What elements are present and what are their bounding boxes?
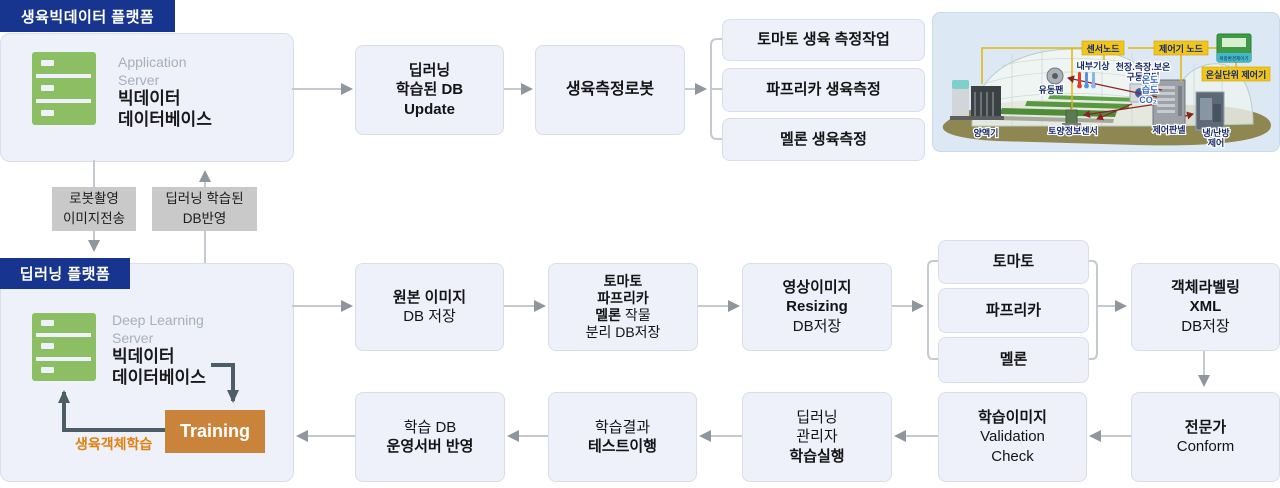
control-panel-cabinet [1152,79,1186,127]
crop-tomato-box: 토마토 [938,240,1089,284]
co2-label: CO₂ [1139,95,1157,105]
thermometer-icons [1077,72,1096,89]
crop-paprika-box: 파프리카 [938,288,1089,333]
branch-paprika-box: 파프리카 생육측정 [722,68,925,112]
application-server-label: Application Server [118,54,187,88]
device-label: 복합환경제어기 [1220,55,1249,62]
hvac-label-line1: 냉/난방 [1202,127,1230,138]
circulation-fan [1046,67,1064,85]
bigdata-platform-header: 생육빅데이터 플랫폼 [0,0,175,32]
humidity-label: 습도 [1142,84,1159,95]
object-labeling-xml-box: 객체라벨링 XML DB저장 [1131,263,1280,351]
greenhouse-illustration: 복합환경제어기 센서노드 제어기 노드 온실단위 제어기 내부기상 천장.측장.… [932,12,1280,152]
motor-label-line1: 천장.측장.보온 [1116,61,1171,72]
branch-melon-box: 멜론 생육측정 [722,118,925,161]
deeplearning-platform-header: 딥러닝 플랫폼 [0,258,130,289]
yellow-node-labels: 센서노드 제어기 노드 온실단위 제어기 [1081,40,1271,82]
bigdata-platform-title: 생육빅데이터 플랫폼 [20,8,155,26]
temp-label: 온도 [1142,75,1159,85]
control-panel-label: 제어판넬 [1152,124,1185,135]
sensor-node-label: 센서노드 [1086,43,1120,54]
trained-db-apply-tag: 딥러닝 학습된 DB반영 [152,187,257,231]
crop-separation-db-box: 토마토 파프리카 멜론 작물 분리 DB저장 [548,263,698,351]
deeplearning-platform-title: 딥러닝 플랫폼 [19,266,111,283]
validation-check-box: 학습이미지 Validation Check [938,392,1087,482]
training-execute-box: 딥러닝 관리자 학습실행 [742,392,892,482]
nutrient-machine [950,80,1004,120]
flow-arrows [88,38,1210,442]
training-box: Training [165,410,265,453]
growth-robot-box: 생육측정로봇 [535,45,685,135]
hvac-photo [1195,91,1225,131]
image-resizing-db-box: 영상이미지 Resizing DB저장 [742,263,892,351]
control-wires [1067,75,1194,121]
greenhouse-text-labels: 내부기상 천장.측장.보온 구동모터 온도 습도 CO₂ 유동팬 양액기 토양정… [972,59,1231,150]
expert-conform-box: 전문가 Conform [1131,392,1280,482]
branch-tomato-box: 토마토 생육 측정작업 [722,19,925,61]
fan-label: 유동팬 [1039,84,1064,95]
training-loop-arrows [58,363,239,432]
unit-controller-device: 복합환경제어기 [1216,33,1252,63]
deeplearning-server-icon [32,313,96,381]
robot-image-transfer-tag: 로봇촬영 이미지전송 [52,187,136,231]
deploy-db-box: 학습 DB 운영서버 반영 [355,392,505,482]
dl-bigdata-database-label: 빅데이터 데이터베이스 [112,347,206,387]
crop-melon-box: 멜론 [938,337,1089,383]
nutrient-label: 양액기 [974,127,999,138]
test-execute-box: 학습결과 테스트이행 [548,392,697,482]
controller-node-label: 제어기 노드 [1159,43,1204,54]
growth-object-learning-note: 생육객체학습 [75,436,153,452]
indoor-weather-label: 내부기상 [1076,60,1110,71]
unit-controller-label: 온실단위 제어기 [1206,69,1266,80]
dl-db-update-box: 딥러닝 학습된 DB Update [355,45,504,135]
motor-label-line2: 구동모터 [1126,71,1159,82]
sensor-wires [981,47,1237,110]
application-server-icon [32,52,96,125]
bigdata-database-label: 빅데이터 데이터베이스 [118,89,212,129]
original-image-db-box: 원본 이미지 DB 저장 [355,263,504,351]
hvac-label-line2: 제어 [1208,137,1225,148]
deeplearning-server-label: Deep Learning Server [112,312,204,346]
soil-sensor-label: 토양정보센서 [1048,125,1098,136]
